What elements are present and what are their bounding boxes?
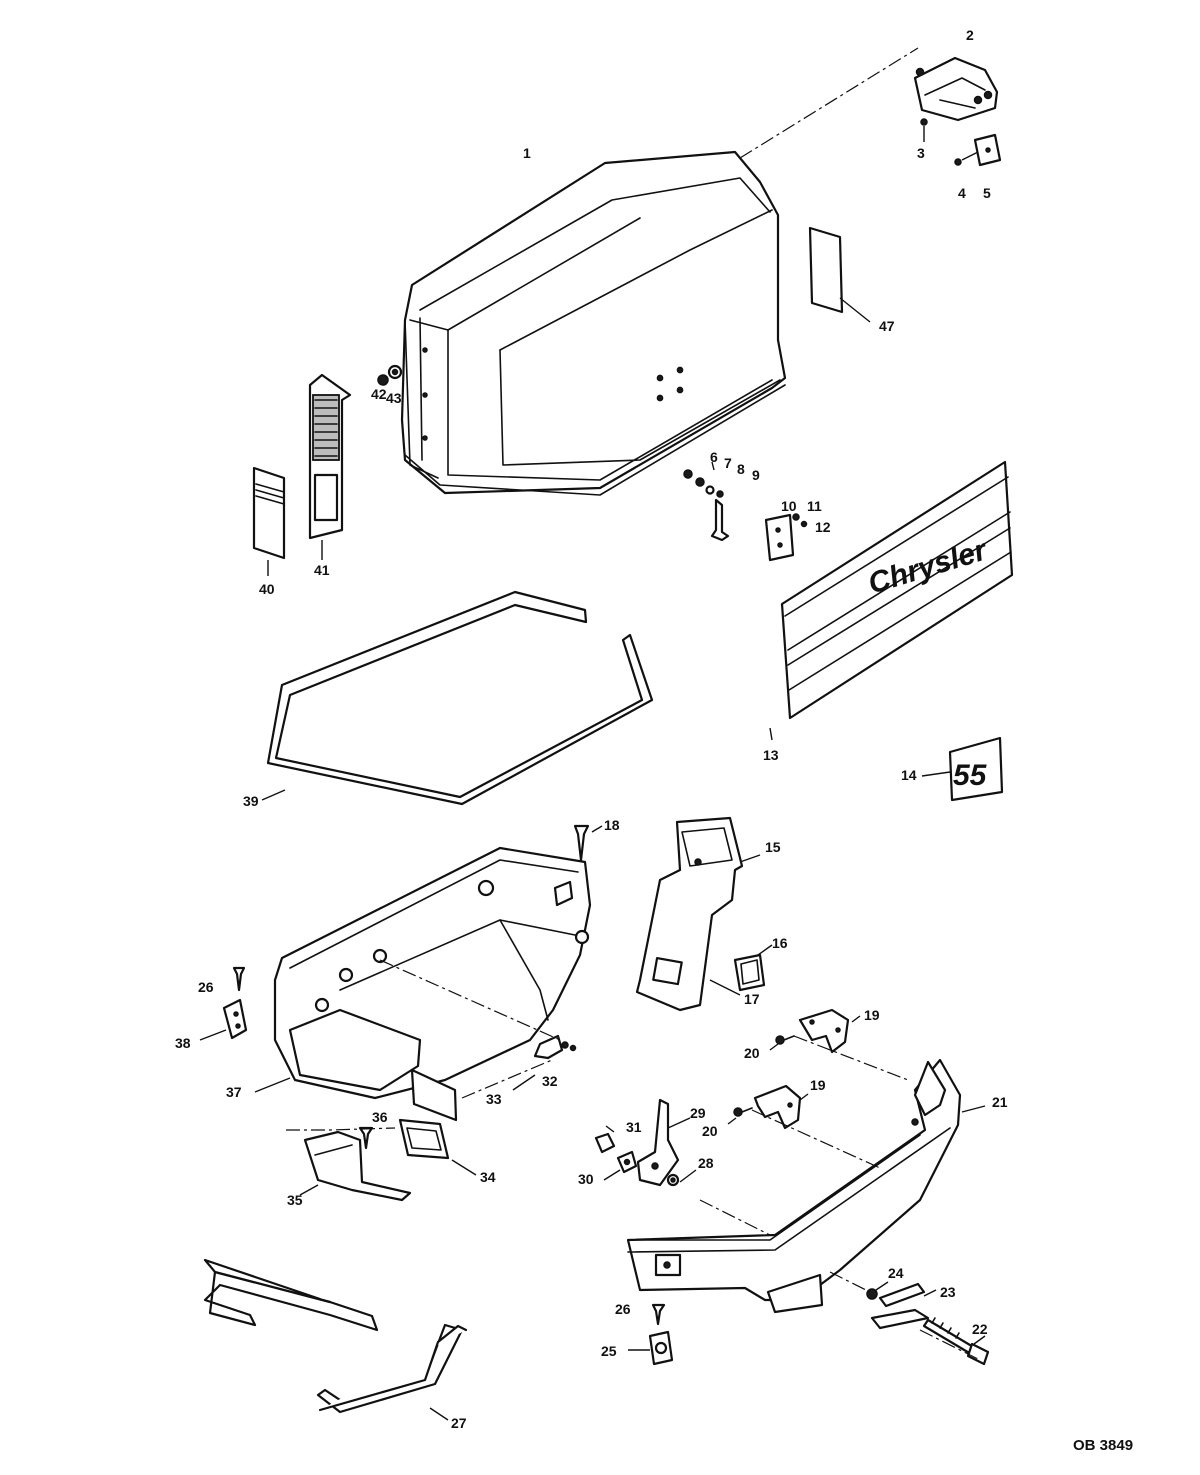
callout-18: 18: [604, 817, 620, 833]
screw-3: [920, 118, 928, 142]
callout-23: 23: [940, 1284, 956, 1300]
latch-parts-28-31: [594, 1098, 697, 1187]
gasket-34: [398, 1118, 477, 1176]
callout-30: 30: [578, 1171, 594, 1187]
callout-26b: 26: [615, 1301, 631, 1317]
pin-23: [870, 1282, 937, 1330]
callout-9: 9: [752, 467, 760, 483]
latch-hardware: [683, 461, 808, 562]
callout-28: 28: [698, 1155, 714, 1171]
screw-20b: [727, 1107, 753, 1125]
callout-11: 11: [807, 498, 822, 514]
bracket-19a: [798, 1008, 861, 1054]
callout-41: 41: [314, 562, 330, 578]
bracket-19b: [753, 1084, 809, 1130]
callout-26a: 26: [198, 979, 214, 995]
callout-4: 4: [958, 185, 966, 201]
grommet-16: [733, 944, 773, 992]
screw-26a: [232, 966, 246, 992]
cowl-bracket-15: [635, 816, 761, 1012]
callout-38: 38: [175, 1035, 191, 1051]
bolt-22: [922, 1317, 990, 1366]
callout-40: 40: [259, 581, 275, 597]
callout-31: 31: [626, 1119, 642, 1135]
callout-39: 39: [243, 793, 259, 809]
screw-36: [358, 1126, 374, 1150]
callout-24: 24: [888, 1265, 904, 1281]
callout-27: 27: [451, 1415, 467, 1431]
callout-8: 8: [737, 461, 745, 477]
callout-29: 29: [690, 1105, 706, 1121]
callout-2: 2: [966, 27, 974, 43]
callout-21: 21: [992, 1094, 1008, 1110]
callout-16: 16: [772, 935, 788, 951]
screw-4: [954, 151, 979, 166]
screw-20a: [769, 1035, 795, 1051]
callout-32: 32: [542, 1073, 558, 1089]
air-intake-grille-41: [308, 373, 352, 560]
grommet-43: [377, 364, 403, 386]
bracket-38: [199, 998, 248, 1041]
callout-43: 43: [386, 390, 402, 406]
seal-39: [261, 590, 654, 806]
screw-18: [573, 824, 603, 862]
callout-6: 6: [710, 449, 718, 465]
callout-33: 33: [486, 1091, 502, 1107]
callout-36: 36: [372, 1109, 388, 1125]
callout-10: 10: [781, 498, 797, 514]
callout-17: 17: [744, 991, 760, 1007]
callout-42: 42: [371, 386, 387, 402]
decal-47: [808, 226, 871, 323]
model-decal-text: 55: [953, 759, 988, 792]
callout-12: 12: [815, 519, 831, 535]
side-decal-13: Chrysler: [769, 460, 1014, 741]
bracket-32-33: [512, 1034, 577, 1091]
callout-37: 37: [226, 1084, 242, 1100]
callout-34: 34: [480, 1169, 496, 1185]
callout-47: 47: [879, 318, 895, 334]
vent-plate-35: [299, 1130, 412, 1202]
callout-22: 22: [972, 1321, 988, 1337]
plate-5: [973, 133, 1002, 167]
lower-cowl-right-21: [626, 1058, 986, 1314]
callout-20a: 20: [744, 1045, 760, 1061]
drawing-reference: OB 3849: [1073, 1437, 1133, 1454]
callout-19a: 19: [864, 1007, 880, 1023]
callout-35: 35: [287, 1192, 303, 1208]
callout-14: 14: [901, 767, 917, 783]
callout-13: 13: [763, 747, 779, 763]
callout-5: 5: [983, 185, 991, 201]
motor-cover: [400, 150, 787, 496]
model-decal-14: 55: [921, 736, 1004, 802]
lower-cowl-left-37: [254, 846, 592, 1122]
handle-tube-27: [203, 1258, 468, 1421]
grommet-25: [628, 1330, 674, 1366]
callout-19b: 19: [810, 1077, 826, 1093]
callout-15: 15: [765, 839, 781, 855]
callout-7: 7: [724, 455, 732, 471]
screw-26b: [651, 1303, 666, 1326]
mount-bracket: [913, 56, 999, 122]
callout-1: 1: [523, 145, 531, 161]
callout-3: 3: [917, 145, 925, 161]
callout-25: 25: [601, 1343, 617, 1359]
callout-20b: 20: [702, 1123, 718, 1139]
decal-40: [252, 466, 286, 576]
